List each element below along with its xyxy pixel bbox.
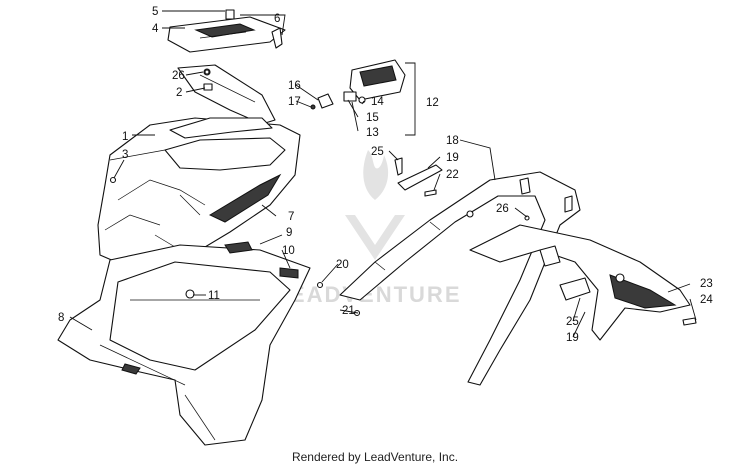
callout-labels: 5 4 6 26 2 1 3 7 9 10 11 8 20 21 16 17 1… <box>58 6 713 344</box>
callout-22: 22 <box>446 169 459 181</box>
callout-25-lower: 25 <box>566 316 579 328</box>
hood-assembly <box>97 117 301 269</box>
callout-8: 8 <box>58 312 64 324</box>
callout-26-top: 26 <box>172 70 185 82</box>
callout-19-lower: 19 <box>566 332 579 344</box>
tail-light-assembly <box>310 59 406 110</box>
callout-3: 3 <box>122 149 128 161</box>
callout-15: 15 <box>366 112 379 124</box>
top-vent-cover <box>167 9 286 53</box>
rear-fender <box>469 224 697 341</box>
callout-11: 11 <box>208 290 220 302</box>
leader-lines <box>69 10 697 338</box>
callout-7: 7 <box>288 211 294 223</box>
callout-16: 16 <box>288 80 301 92</box>
callout-1: 1 <box>122 131 128 143</box>
callout-19-upper: 19 <box>446 152 459 164</box>
callout-17: 17 <box>288 96 301 108</box>
callout-25-upper: 25 <box>371 146 384 158</box>
shield-panel <box>177 64 276 125</box>
callout-23: 23 <box>700 278 713 290</box>
callout-18: 18 <box>446 135 459 147</box>
callout-4: 4 <box>152 23 159 35</box>
callout-20: 20 <box>336 259 349 271</box>
rear-bumper-rail <box>339 171 581 386</box>
callout-26-right: 26 <box>496 203 509 215</box>
callout-10: 10 <box>282 245 295 257</box>
callout-6: 6 <box>274 13 280 25</box>
callout-24: 24 <box>700 294 713 306</box>
callout-12: 12 <box>426 97 439 109</box>
bracket-upper <box>394 157 443 197</box>
belly-pan <box>57 241 311 446</box>
callout-9: 9 <box>286 227 292 239</box>
callout-13: 13 <box>366 127 379 139</box>
render-credit: Rendered by LeadVenture, Inc. <box>291 450 459 464</box>
callout-21: 21 <box>342 305 355 317</box>
callout-2: 2 <box>176 87 182 99</box>
callout-5: 5 <box>152 6 158 18</box>
callout-14: 14 <box>371 96 384 108</box>
